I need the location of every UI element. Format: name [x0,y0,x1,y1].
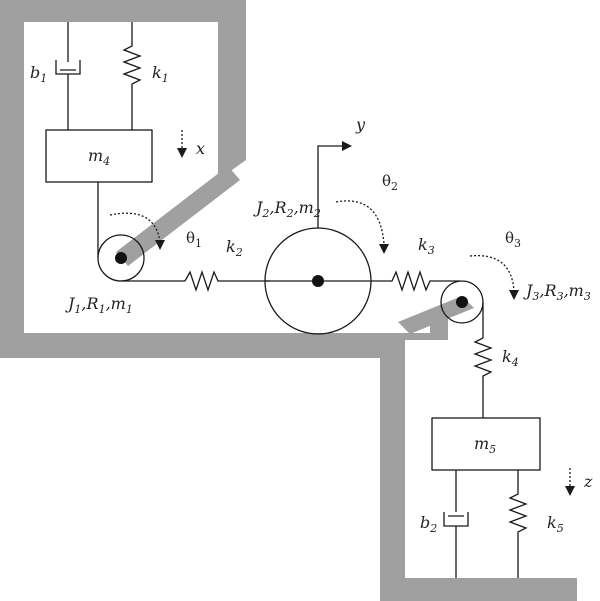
label-x: x [196,139,205,158]
label-pulley3: J3,R3,m3 [523,281,591,303]
pulley-3-axle [456,296,468,308]
label-k3: k3 [418,235,435,257]
label-k1: k1 [152,63,169,85]
label-k4: k4 [502,347,519,369]
spring-k1 [122,22,142,130]
theta2-arrowhead [379,244,389,254]
label-theta2: θ2 [382,172,398,193]
damper-b2 [443,470,469,578]
label-m5: m5 [474,434,496,456]
theta2-arc [335,200,385,245]
spring-k4 [473,337,493,418]
theta1-arrowhead [155,240,165,250]
damper-b1 [55,60,81,130]
label-pulley1: J1,R1,m1 [65,294,133,316]
label-b1: b1 [30,63,47,85]
label-theta3: θ3 [505,229,521,250]
arrowheads [155,141,575,496]
label-pulley2: J2,R2,m2 [253,198,321,220]
theta3-arc [469,255,515,293]
label-k5: k5 [547,513,564,535]
theta3-arrowhead [509,290,519,300]
z-arrowhead [565,486,575,496]
label-theta1: θ1 [186,229,202,250]
wall-diagonal-support-1 [116,166,240,266]
mass-m5-box [431,417,541,471]
label-k2: k2 [226,237,243,259]
spring-k3 [371,269,460,293]
label-y: y [355,115,366,134]
lines [45,22,571,578]
wall-diagonal-support-2 [398,296,474,334]
label-z: z [583,472,593,491]
mass-m4-box [45,129,153,183]
y-axis-indicator [317,145,342,228]
pulley-2-axle [312,275,324,287]
pulley-centers [115,252,468,308]
spring-k5 [508,470,528,578]
label-b2: b2 [420,513,437,535]
ground-frame [0,0,577,601]
label-m4: m4 [88,146,110,168]
spring-k2 [184,269,270,293]
pulley-1-axle [115,252,127,264]
x-arrowhead [177,148,187,158]
labels: b1 k1 m4 x y θ1 k2 J2,R2,m2 θ2 k3 θ3 J1,… [30,63,593,535]
y-arrowhead [342,141,352,151]
